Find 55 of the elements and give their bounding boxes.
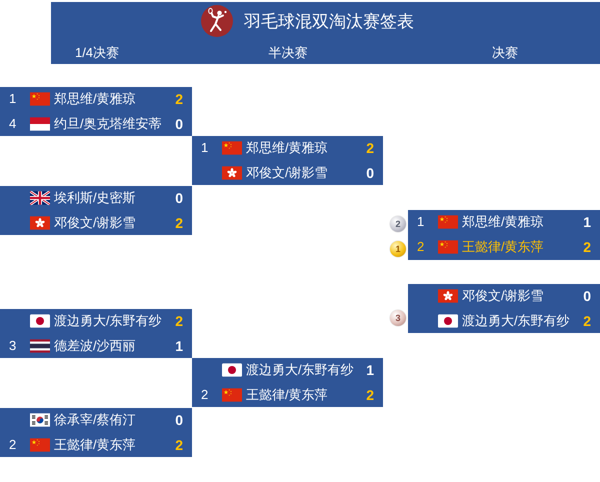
score: 1: [175, 338, 183, 354]
score: 2: [175, 91, 183, 107]
player-names: 郑思维/黄雅琼: [246, 140, 328, 156]
player-names: 德差波/沙西丽: [54, 338, 136, 354]
score: 1: [366, 362, 374, 378]
seed-number: 2: [9, 436, 16, 452]
player-names: 邓俊文/谢影雪: [462, 288, 544, 304]
match-box: [0, 408, 192, 457]
player-names: 王懿律/黄东萍: [246, 386, 328, 402]
seed-number: 2: [417, 238, 424, 254]
score: 2: [583, 238, 591, 254]
player-names: 埃利斯/史密斯: [54, 190, 136, 206]
round-label: 1/4决赛: [74, 45, 120, 61]
score: 2: [175, 214, 183, 230]
match-box: [0, 309, 192, 358]
score: 0: [175, 116, 183, 132]
score: 0: [175, 190, 183, 206]
score: 2: [175, 436, 183, 452]
medal: 3: [390, 310, 406, 326]
seed-number: 3: [9, 338, 16, 354]
round-label: 决赛: [492, 45, 518, 61]
player-names: 郑思维/黄雅琼: [54, 91, 136, 107]
seed-number: 4: [9, 116, 16, 132]
player-names: 渡边勇大/东野有纱: [246, 362, 354, 378]
title: 羽毛球混双淘汰赛签表: [244, 11, 414, 32]
match-box: [192, 358, 383, 407]
player-names: 渡边勇大/东野有纱: [54, 313, 162, 329]
player-names: 郑思维/黄雅琼: [462, 214, 544, 230]
score: 0: [175, 412, 183, 428]
score: 1: [583, 214, 591, 230]
player-names: 约旦/奥克塔维安蒂: [54, 116, 162, 132]
match-box: [408, 284, 600, 333]
player-names: 王懿律/黄东萍: [54, 436, 136, 452]
match-box: [408, 210, 600, 260]
score: 2: [583, 312, 591, 328]
score: 2: [175, 313, 183, 329]
medal: 1: [390, 241, 406, 257]
player-names: 徐承宰/蔡侑汀: [54, 412, 136, 428]
seed-number: 1: [9, 91, 16, 107]
round-label: 半决赛: [268, 45, 308, 61]
match-box: [0, 186, 192, 235]
seed-number: 1: [201, 140, 208, 156]
player-names: 邓俊文/谢影雪: [246, 164, 328, 180]
seed-number: 2: [201, 386, 208, 402]
match-box: [192, 136, 383, 185]
medal: 2: [390, 216, 406, 232]
match-box: [0, 87, 192, 136]
score: 0: [583, 288, 591, 304]
seed-number: 1: [417, 214, 424, 230]
score: 0: [366, 164, 374, 180]
player-names: 渡边勇大/东野有纱: [462, 312, 570, 328]
score: 2: [366, 140, 374, 156]
player-names: 邓俊文/谢影雪: [54, 214, 136, 230]
player-names: 王懿律/黄东萍: [462, 238, 544, 254]
score: 2: [366, 386, 374, 402]
